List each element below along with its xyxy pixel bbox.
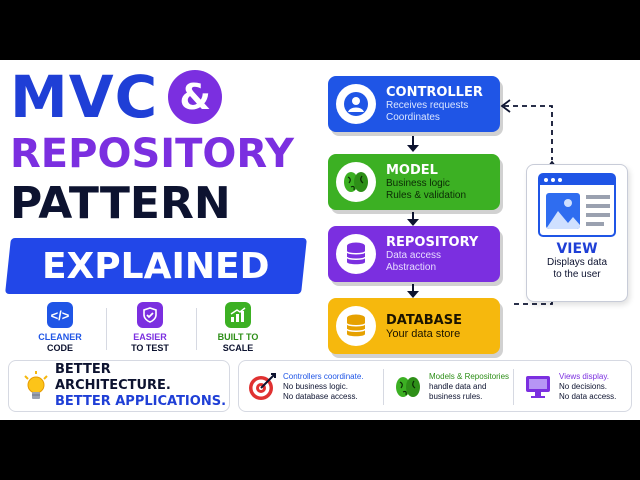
layer-title: REPOSITORY <box>386 234 479 250</box>
layer-repository: REPOSITORY Data access Abstraction <box>328 226 500 282</box>
principle-models: Models & Repositories handle data and bu… <box>385 361 511 413</box>
shield-check-icon <box>137 302 163 328</box>
principle-controllers: Controllers coordinate. No business logi… <box>239 361 379 413</box>
title-line-1: MVC & <box>10 63 223 131</box>
title-ampersand-badge: & <box>168 70 223 124</box>
title-repository: REPOSITORY <box>10 131 295 177</box>
layer-desc: Abstraction <box>386 261 437 273</box>
view-title: VIEW <box>556 241 598 257</box>
layer-database: DATABASE Your data store <box>328 298 500 354</box>
letterbox-top <box>0 0 640 60</box>
browser-window-icon <box>538 173 616 237</box>
strip-divider <box>383 369 384 405</box>
benefit-divider <box>106 308 107 350</box>
title-pattern: PATTERN <box>10 178 231 229</box>
principle-line: No decisions. <box>559 382 608 391</box>
thumbnail-canvas: MVC & REPOSITORY PATTERN EXPLAINED </> C… <box>0 60 640 420</box>
layer-desc: Business logic <box>386 177 450 189</box>
principle-views: Views display. No decisions. No data acc… <box>515 361 631 413</box>
letterbox-bottom <box>0 420 640 480</box>
principle-line: No business logic. <box>283 382 348 391</box>
user-icon <box>336 84 376 124</box>
benefit-divider <box>196 308 197 350</box>
layer-desc: Your data store <box>386 327 461 340</box>
brain-icon <box>393 372 423 402</box>
code-icon: </> <box>47 302 73 328</box>
arrow-controller-to-model <box>407 136 419 152</box>
layer-desc: Coordinates <box>386 111 440 123</box>
principle-head: Models & Repositories <box>429 372 510 381</box>
tagline-text: BETTER ARCHITECTURE. BETTER APPLICATIONS… <box>55 362 227 409</box>
principle-head: Controllers coordinate. <box>283 372 364 381</box>
monitor-icon <box>523 372 553 402</box>
principle-line: No database access. <box>283 392 358 401</box>
layer-desc: Receives requests <box>386 99 469 111</box>
target-icon <box>247 372 277 402</box>
database-icon <box>336 234 376 274</box>
layer-desc: Data access <box>386 249 442 261</box>
layer-desc: Rules & validation <box>386 189 467 201</box>
brain-icon <box>336 162 376 202</box>
tagline-box: BETTER ARCHITECTURE. BETTER APPLICATIONS… <box>8 360 230 412</box>
principle-head: Views display. <box>559 372 609 381</box>
view-card: VIEW Displays data to the user <box>526 164 628 302</box>
arrow-repository-to-database <box>407 284 419 298</box>
view-desc: to the user <box>553 269 601 280</box>
layer-title: MODEL <box>386 162 438 178</box>
growth-chart-icon <box>225 302 251 328</box>
image-icon <box>546 193 580 229</box>
arrow-model-to-repository <box>407 212 419 226</box>
layer-title: DATABASE <box>386 312 462 328</box>
title-explained-banner: EXPLAINED <box>5 238 307 294</box>
layer-model: MODEL Business logic Rules & validation <box>328 154 500 210</box>
title-explained: EXPLAINED <box>42 245 270 287</box>
principle-line: business rules. <box>429 392 483 401</box>
principle-line: handle data and <box>429 382 487 391</box>
database-icon <box>336 306 376 346</box>
view-desc: Displays data <box>546 257 608 268</box>
strip-divider <box>513 369 514 405</box>
layer-controller: CONTROLLER Receives requests Coordinates <box>328 76 500 132</box>
lightbulb-icon <box>23 371 49 401</box>
principles-strip: Controllers coordinate. No business logi… <box>238 360 632 412</box>
principle-line: No data access. <box>559 392 617 401</box>
layer-title: CONTROLLER <box>386 84 483 100</box>
title-mvc: MVC <box>10 63 159 131</box>
